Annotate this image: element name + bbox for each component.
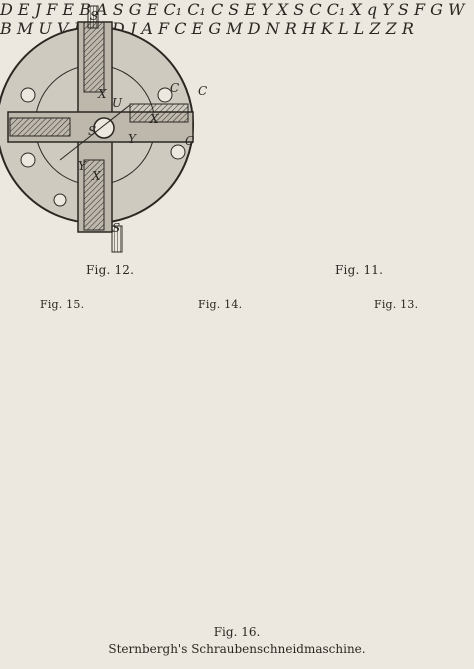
fig12-chuck-label: X [91,169,101,183]
fig15-tool: E Y X [244,0,293,19]
caption-fig15: Fig. 15. [40,298,85,311]
fig16-machine-label: G [208,19,222,38]
fig16-machine-label: J [129,19,137,38]
fig12-chuck-label: C [185,134,194,148]
fig14-holder-label: q [366,0,378,19]
fig12-chuck-label: Y [78,159,87,173]
fig14-holder-label: C [309,0,322,19]
fig13-disc-label: F [413,0,426,19]
fig12-chuck-label: X [97,87,107,101]
fig16-machine-label: H [301,19,316,38]
fig15-tool-label: Y [261,0,272,19]
fig12-chuck-label: C [170,81,179,95]
fig11-section-label: C [210,0,224,19]
fig13-disc: F G [414,0,448,19]
fig11-section-label: S [112,0,124,19]
fig16-machine-label: Z [385,19,397,38]
fig16-machine-label: W [448,0,465,19]
fig14-holder-label: C₁ [326,0,346,19]
caption-fig16: Fig. 16. [213,625,261,639]
fig12-chuck-label: C [198,84,207,98]
fig16-machine-label: R [401,19,414,38]
fig11-section-label: S [228,0,240,19]
fig11-section-label: F [46,0,58,19]
caption-fig12: Fig. 12. [86,263,135,277]
fig16-machine-label: Z [369,19,381,38]
fig12-chuck-label: S [112,221,120,235]
fig14-holder-label: S [397,0,409,19]
fig11-section-label: C₁ [163,0,183,19]
fig12-chuck-label: S [90,9,98,23]
caption-fig14: Fig. 14. [198,298,243,311]
fig14-holder: S C C₁ X q Y S [293,0,414,19]
fig15-tool-label: X [276,0,289,19]
caption-fig13: Fig. 13. [374,298,419,311]
fig16-machine-label: A [141,19,153,38]
fig14-holder-label: Y [382,0,393,19]
fig16-machine-label: L [353,19,365,38]
fig12-chuck-label: S [88,124,96,138]
fig16-machine-label: F [158,19,170,38]
fig12-chuck-label: U [112,96,123,110]
fig16-machine-label: M [226,19,243,38]
fig16-machine-label: L [337,19,349,38]
plate-title: Sternbergh's Schraubenschneidmaschine. [108,642,366,656]
fig11-section-label: B [79,0,91,19]
fig14-holder-label: S [293,0,305,19]
fig11-section-label: E [146,0,159,19]
fig11-section-label: E [62,0,75,19]
fig12-chuck-label: Y [128,132,137,146]
fig15-tool-label: E [244,0,257,19]
fig16-machine-label: K [320,19,333,38]
fig16-machine-label: M [16,19,34,38]
fig11-section-label: G [128,0,142,19]
fig13-disc-label: G [430,0,443,19]
fig16-machine-label: D [247,19,261,38]
fig11-section: D E J F E B A S G E C₁ C₁ C S [0,0,244,19]
fig11-section-label: D [0,0,13,19]
fig16-machine-label: E [191,19,204,38]
fig16-machine-label: U [38,19,52,38]
fig11-section-label: E [17,0,30,19]
fig12-chuck: S X U C C X S C Y Y X S [0,5,207,253]
fig11-section-label: C₁ [187,0,206,19]
caption-fig11: Fig. 11. [335,263,384,277]
fig11-section-label: J [34,0,42,19]
fig16-machine-label: V [56,19,69,38]
fig11-section-label: A [96,0,108,19]
fig16-machine: W B M U V E W D J A F C E G M D N R H K … [0,0,465,38]
fig16-machine-label: R [284,19,297,38]
fig12-chuck-label: X [149,112,159,126]
fig16-machine-label: B [0,19,12,38]
fig16-machine-label: C [174,19,187,38]
fig16-machine-label: N [265,19,280,38]
fig14-holder-label: X [350,0,362,19]
